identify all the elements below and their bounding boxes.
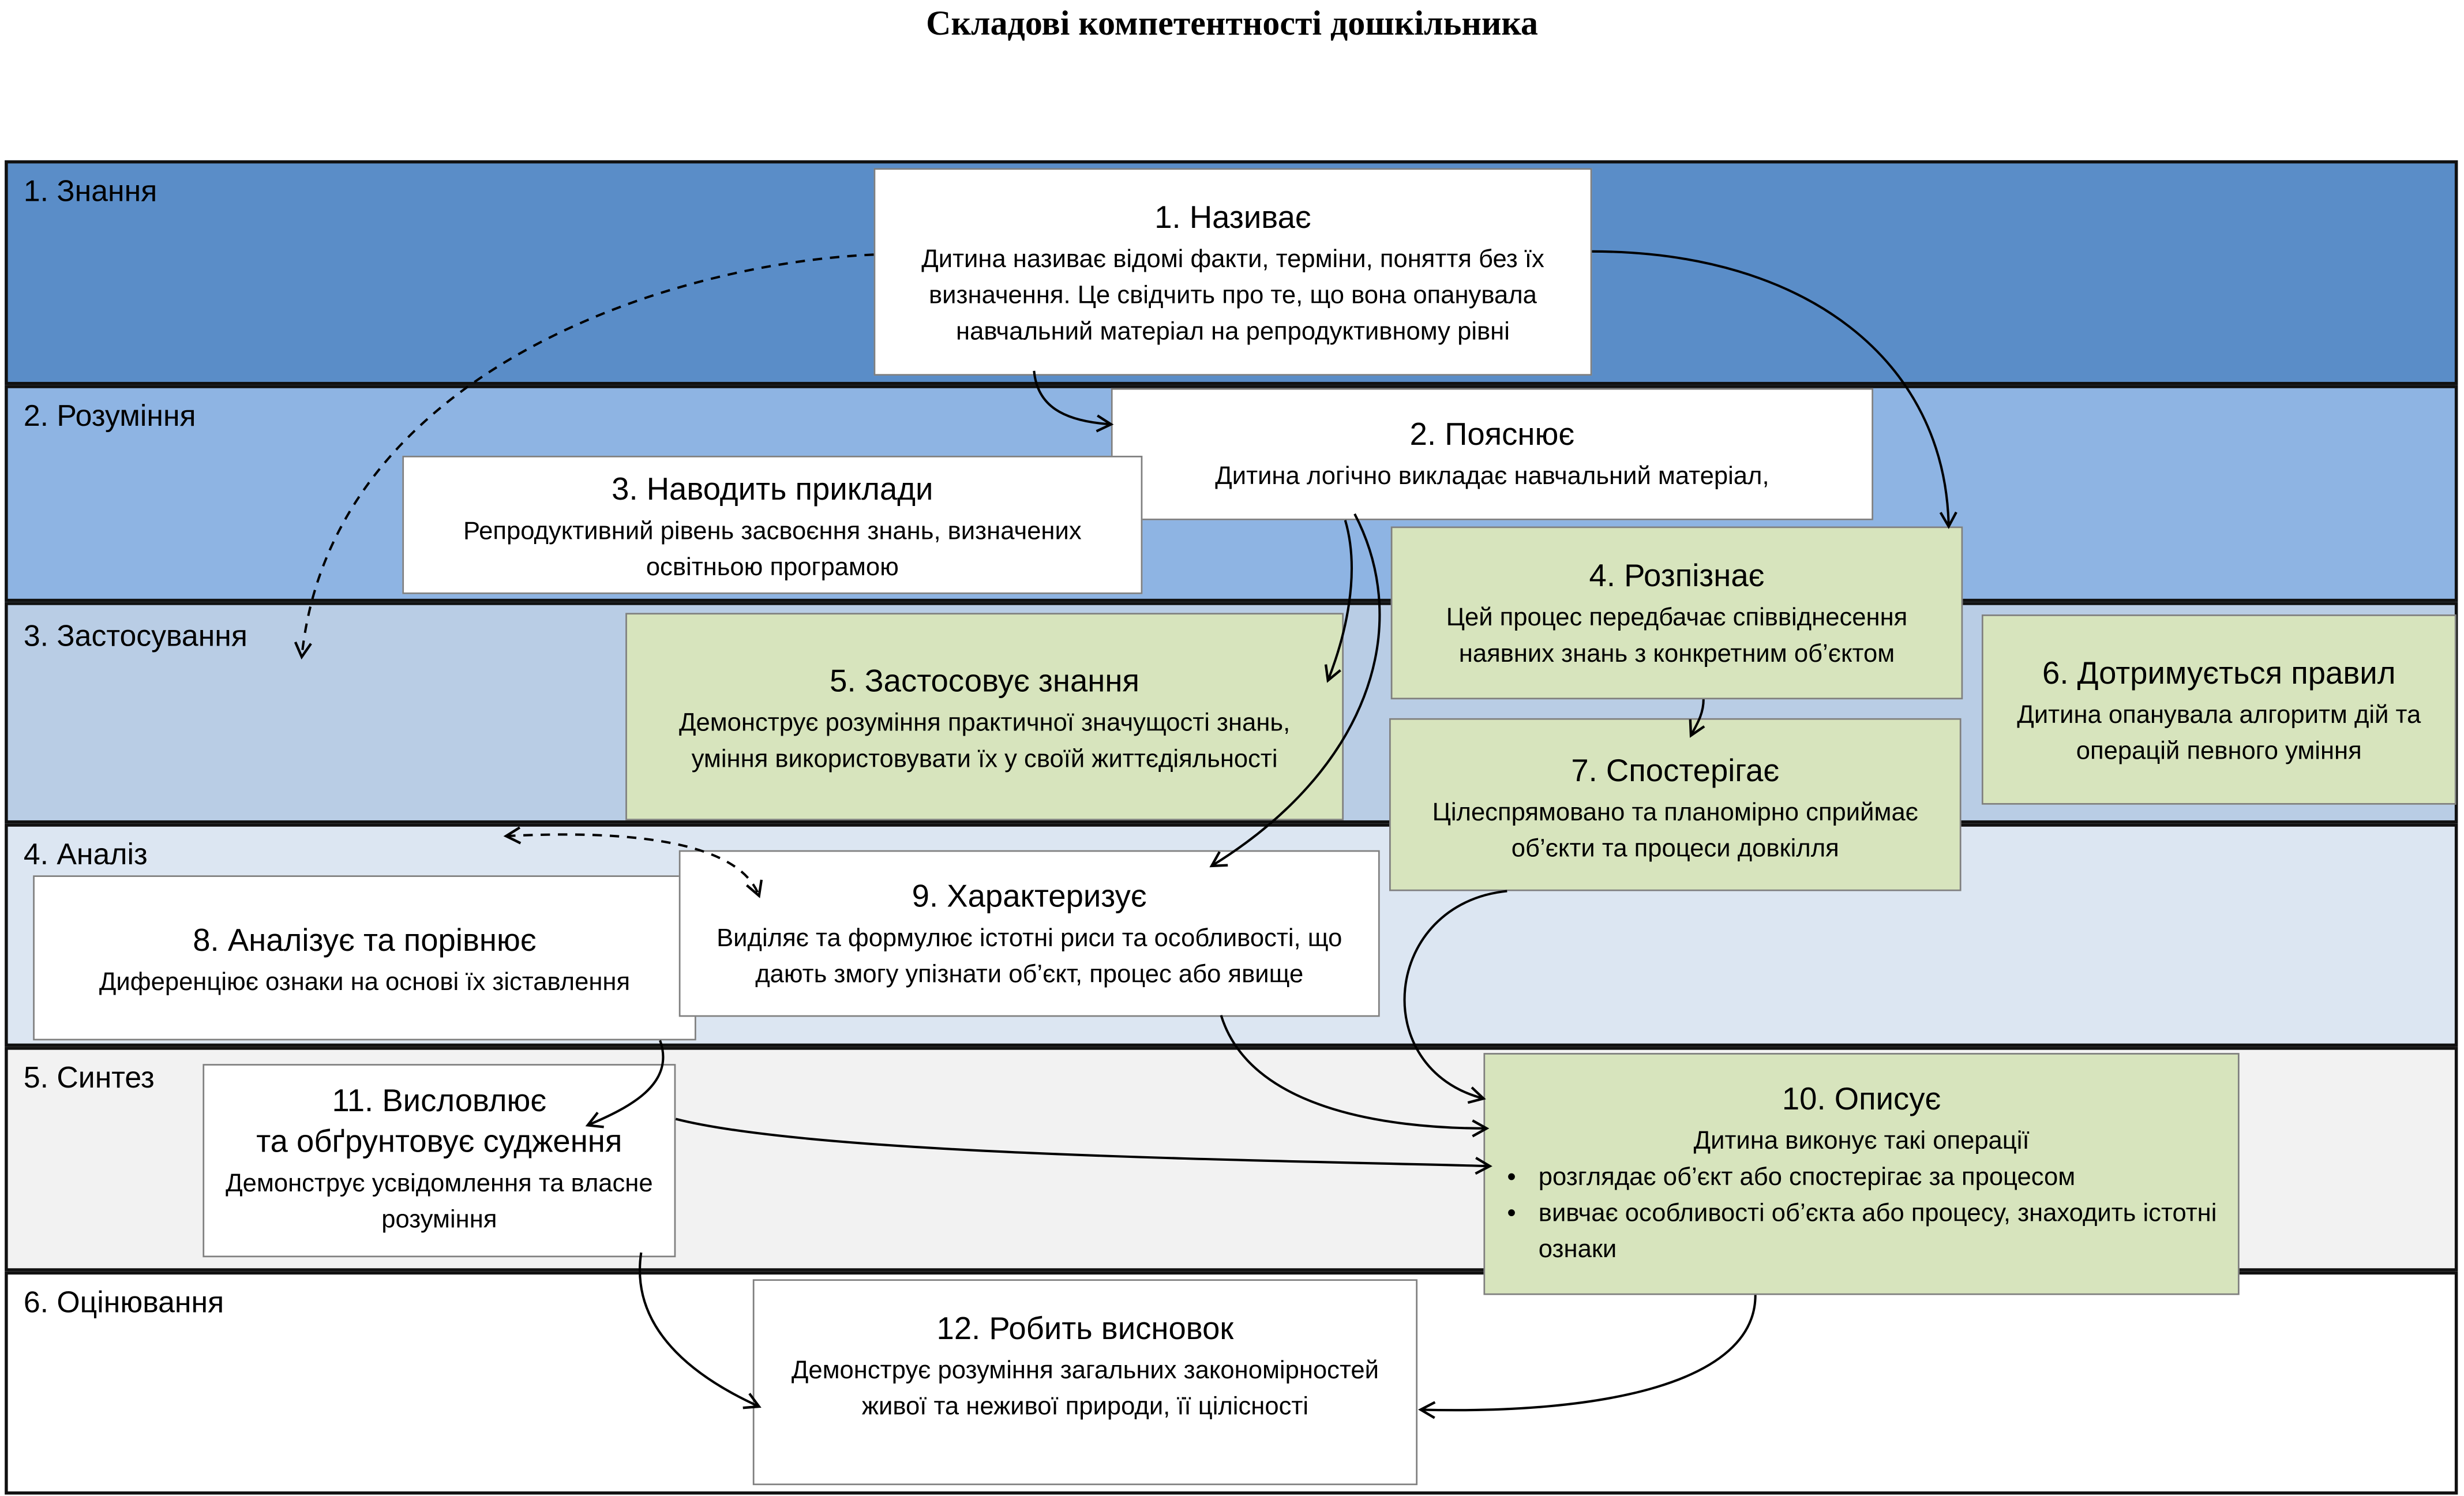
box-follows-rules-desc: Дитина опанувала алгоритм дій та операці… bbox=[2017, 702, 2421, 766]
box-examples: 3. Наводить приклади Репродуктивний ріве… bbox=[402, 455, 1143, 594]
box-observes-desc: Цілеспрямовано та планомірно сприймає об… bbox=[1432, 800, 1918, 863]
box-observes: 7. Спостерігає Цілеспрямовано та планомі… bbox=[1389, 718, 1962, 891]
box-names: 1. Називає Дитина називає відомі факти, … bbox=[873, 168, 1592, 376]
box-describes-list: розглядає об’єкт або спостерігає за проц… bbox=[1498, 1160, 2225, 1268]
band-label-evaluation: 6. Оцінювання bbox=[23, 1287, 224, 1321]
box-expresses-judgment: 11. Висловлює та обґрунтовує судження Де… bbox=[202, 1064, 676, 1258]
box-follows-rules: 6. Дотримується правил Дитина опанувала … bbox=[1981, 614, 2457, 805]
box-analyzes-title: 8. Аналізує та порівнює bbox=[193, 924, 537, 959]
band-label-synthesis: 5. Синтез bbox=[23, 1062, 155, 1096]
box-recognizes-desc: Цей процес передбачає співвіднесення ная… bbox=[1446, 605, 1908, 668]
box-analyzes-desc: Диференціює ознаки на основі їх зіставле… bbox=[99, 969, 631, 997]
list-item: розглядає об’єкт або спостерігає за проц… bbox=[1498, 1160, 2225, 1196]
box-applies-title: 5. Застосовує знання bbox=[830, 665, 1139, 700]
box-names-title: 1. Називає bbox=[1154, 201, 1311, 236]
box-expresses-title-line1: 11. Висловлює bbox=[332, 1084, 547, 1119]
box-analyzes: 8. Аналізує та порівнює Диференціює озна… bbox=[33, 875, 696, 1041]
box-applies-desc: Демонструє розуміння практичної значущос… bbox=[678, 710, 1291, 774]
box-expresses-desc: Демонструє усвідомлення та власне розумі… bbox=[226, 1171, 653, 1234]
box-draws-conclusion-title: 12. Робить висновок bbox=[936, 1312, 1234, 1347]
box-explains-desc: Дитина логічно викладає навчальний матер… bbox=[1215, 463, 1769, 490]
page-title: Складові компетентності дошкільника bbox=[926, 3, 1539, 43]
box-observes-title: 7. Спостерігає bbox=[1571, 754, 1780, 789]
box-describes-desc: Дитина виконує такі операції bbox=[1693, 1128, 2030, 1156]
box-applies: 5. Застосовує знання Демонструє розумінн… bbox=[625, 613, 1344, 820]
box-draws-conclusion-desc: Демонструє розуміння загальних закономір… bbox=[791, 1358, 1379, 1421]
box-examples-desc: Репродуктивний рівень засвоєння знань, в… bbox=[463, 518, 1082, 582]
band-label-analysis: 4. Аналіз bbox=[23, 839, 148, 872]
box-describes: 10. Описує Дитина виконує такі операції … bbox=[1483, 1053, 2240, 1295]
box-examples-title: 3. Наводить приклади bbox=[612, 473, 933, 508]
box-explains-title: 2. Пояснює bbox=[1409, 418, 1575, 453]
box-follows-rules-title: 6. Дотримується правил bbox=[2042, 657, 2396, 692]
box-explains: 2. Пояснює Дитина логічно викладає навча… bbox=[1111, 388, 1874, 520]
box-characterizes-desc: Виділяє та формулює істотні риси та особ… bbox=[717, 925, 1342, 989]
box-characterizes: 9. Характеризує Виділяє та формулює істо… bbox=[678, 850, 1380, 1017]
band-label-understanding: 2. Розуміння bbox=[23, 400, 196, 434]
box-names-desc: Дитина називає відомі факти, терміни, по… bbox=[921, 246, 1544, 346]
box-draws-conclusion: 12. Робить висновок Демонструє розуміння… bbox=[752, 1279, 1418, 1486]
band-label-knowledge: 1. Знання bbox=[23, 176, 157, 209]
box-recognizes: 4. Розпізнає Цей процес передбачає співв… bbox=[1390, 526, 1963, 700]
box-characterizes-title: 9. Характеризує bbox=[912, 880, 1147, 915]
box-recognizes-title: 4. Розпізнає bbox=[1589, 559, 1765, 594]
box-describes-title: 10. Описує bbox=[1782, 1082, 1941, 1118]
list-item: вивчає особливості об’єкта або процесу, … bbox=[1498, 1196, 2225, 1268]
band-label-application: 3. Застосування bbox=[23, 620, 247, 654]
box-expresses-title-line2: та обґрунтовує судження bbox=[256, 1125, 622, 1160]
